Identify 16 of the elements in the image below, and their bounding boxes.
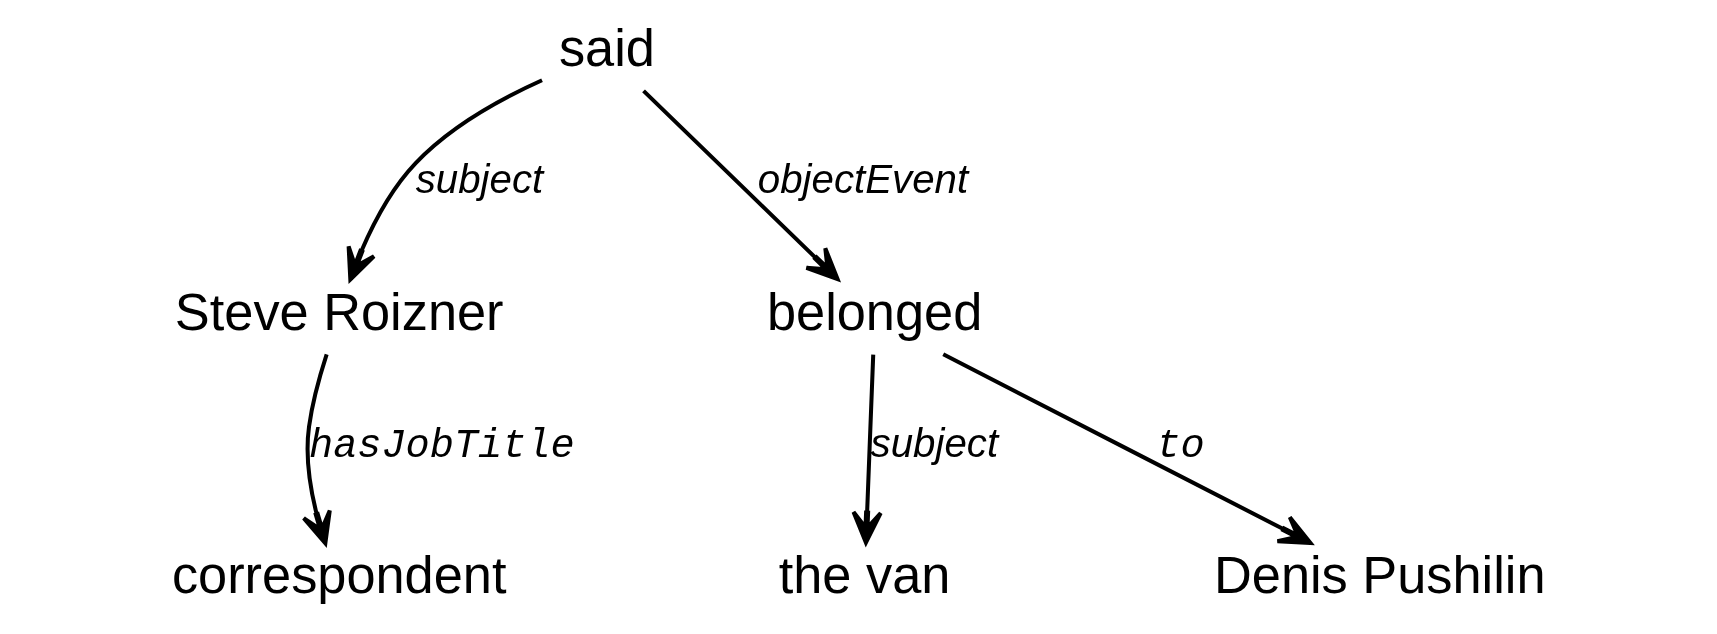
edge-label: subject <box>870 420 998 466</box>
edge-label: to <box>1155 422 1205 469</box>
arrow <box>346 78 543 282</box>
node-text: said <box>558 19 655 78</box>
arrow <box>641 89 840 282</box>
arrow <box>851 354 883 545</box>
arrow <box>941 352 1312 546</box>
node-text: Steve Roizner <box>174 282 504 341</box>
node-text: belonged <box>766 282 982 341</box>
arrow <box>301 353 332 546</box>
edge-label: hasJobTitle <box>308 422 575 469</box>
edge-label: subject <box>415 157 543 203</box>
edge-label: objectEvent <box>757 157 968 203</box>
node-text: the van <box>778 546 950 605</box>
node-text: correspondent <box>171 546 506 605</box>
node-text: Denis Pushilin <box>1213 546 1546 605</box>
